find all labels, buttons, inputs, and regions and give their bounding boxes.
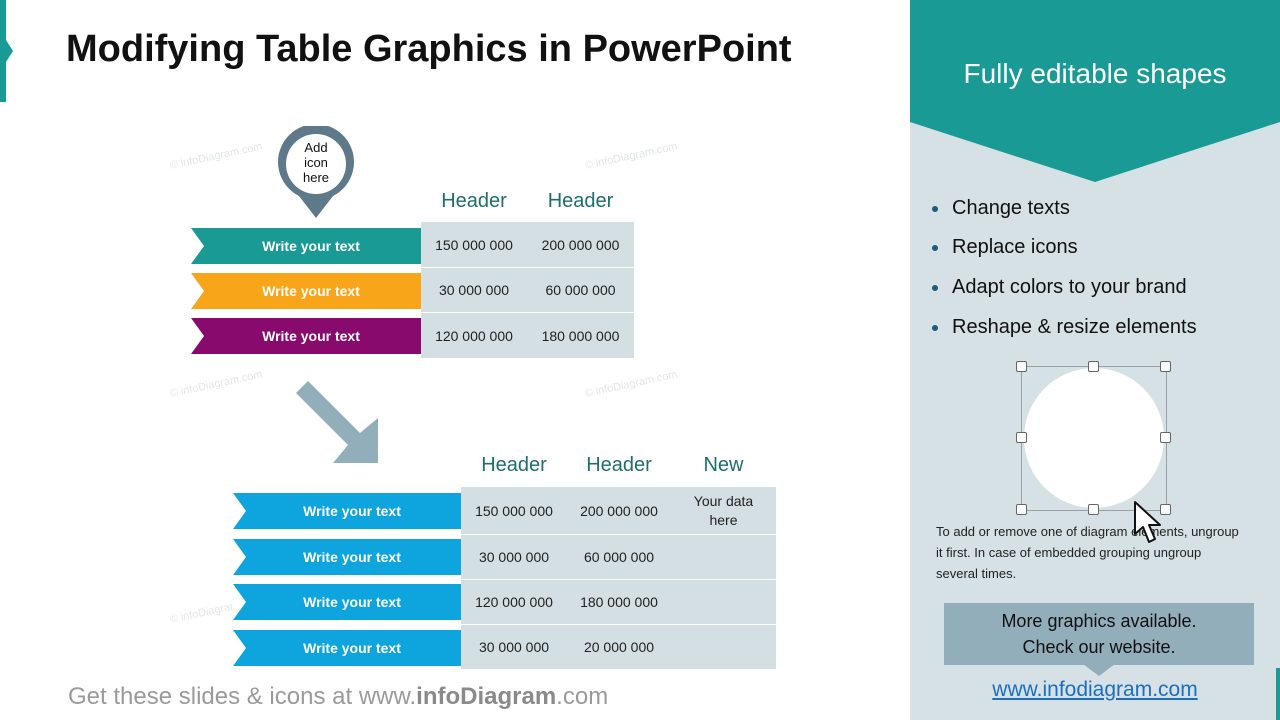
page-title: Modifying Table Graphics in PowerPoint: [66, 28, 792, 70]
table-cell: 150 000 000: [421, 222, 527, 267]
resize-handle[interactable]: [1160, 504, 1171, 515]
table-cell-new: Your data here: [671, 487, 776, 534]
table-cell: 30 000 000: [421, 268, 527, 312]
more-graphics-callout: More graphics available. Check our websi…: [944, 603, 1254, 665]
table2-header-new: New: [703, 454, 744, 476]
table1-header: Header: [441, 190, 507, 212]
resize-handle[interactable]: [1016, 432, 1027, 443]
watermark: © infoDiagram.com: [168, 368, 264, 400]
ungroup-note: To add or remove one of diagram elements…: [936, 524, 1239, 581]
resize-handle[interactable]: [1088, 504, 1099, 515]
editable-circle-shape[interactable]: [1024, 368, 1164, 508]
resize-handle[interactable]: [1088, 361, 1099, 372]
watermark: © infoDiagram.com: [168, 140, 264, 172]
footer-text: Get these slides & icons at www.infoDiag…: [68, 683, 608, 711]
footer-brand: infoDiagram: [416, 683, 557, 710]
row-label-ribbon[interactable]: Write your text: [191, 228, 421, 264]
bullet-item: Replace icons: [932, 236, 1078, 259]
mouse-cursor-icon: [1134, 501, 1161, 543]
title-accent-notch: [6, 40, 13, 62]
bullet-dot-icon: [932, 244, 938, 251]
pin-placeholder-text: Add icon here: [302, 140, 330, 185]
table-cell: 120 000 000: [461, 580, 567, 624]
resize-handle[interactable]: [1160, 361, 1171, 372]
table2-header: Header: [586, 454, 652, 476]
table-cell: 30 000 000: [461, 625, 567, 669]
callout-pointer: [1083, 664, 1115, 676]
table-cell: 60 000 000: [567, 535, 671, 579]
watermark: © infoDiagram.com: [583, 140, 679, 172]
table-cell: 200 000 000: [567, 487, 671, 534]
map-pin-icon[interactable]: [277, 126, 355, 220]
table-cell: 120 000 000: [421, 313, 527, 358]
table-cell: 180 000 000: [527, 313, 634, 358]
row-label-ribbon[interactable]: Write your text: [191, 273, 421, 309]
table-cell: 150 000 000: [461, 487, 567, 534]
bullet-item: Reshape & resize elements: [932, 316, 1197, 339]
footer-suffix: .com: [556, 683, 609, 710]
table-cell: 200 000 000: [527, 222, 634, 267]
title-accent-bar: [0, 0, 6, 102]
table-cell-new: [671, 580, 776, 624]
row-label-ribbon[interactable]: Write your text: [233, 539, 461, 575]
watermark: © infoDiagram.com: [168, 600, 234, 626]
website-link[interactable]: www.infodiagram.com: [992, 678, 1198, 701]
panel-edge-accent: [1276, 668, 1280, 720]
more-graphics-line2: Check our website.: [1022, 637, 1176, 657]
bullet-item: Adapt colors to your brand: [932, 276, 1187, 299]
table-cell-new: [671, 625, 776, 669]
watermark: © infoDiagram.com: [583, 368, 679, 400]
bullet-text: Reshape & resize elements: [952, 316, 1197, 338]
row-label-ribbon[interactable]: Write your text: [191, 318, 421, 354]
row-label-ribbon[interactable]: Write your text: [233, 630, 461, 666]
resize-handle[interactable]: [1160, 432, 1171, 443]
bullet-text: Adapt colors to your brand: [952, 276, 1187, 298]
resize-handle[interactable]: [1016, 504, 1027, 515]
table-cell: 30 000 000: [461, 535, 567, 579]
table1-header: Header: [547, 190, 614, 212]
table-cell-new: [671, 535, 776, 579]
row-label-ribbon[interactable]: Write your text: [233, 584, 461, 620]
table-cell: 60 000 000: [527, 268, 634, 312]
bullet-dot-icon: [932, 324, 938, 331]
row-label-ribbon[interactable]: Write your text: [233, 493, 461, 529]
more-graphics-line1: More graphics available.: [1001, 611, 1197, 631]
bullet-item: Change texts: [932, 197, 1070, 220]
bullet-text: Replace icons: [952, 236, 1078, 258]
bullet-dot-icon: [932, 284, 938, 291]
bullet-text: Change texts: [952, 197, 1070, 219]
bullet-dot-icon: [932, 205, 938, 212]
table2-header: Header: [481, 454, 547, 476]
table-cell: 180 000 000: [567, 580, 671, 624]
table-cell: 20 000 000: [567, 625, 671, 669]
diagonal-arrow-icon: [296, 381, 378, 463]
side-panel-title: Fully editable shapes: [963, 58, 1227, 89]
resize-handle[interactable]: [1016, 361, 1027, 372]
footer-prefix: Get these slides & icons at www.: [68, 683, 417, 710]
